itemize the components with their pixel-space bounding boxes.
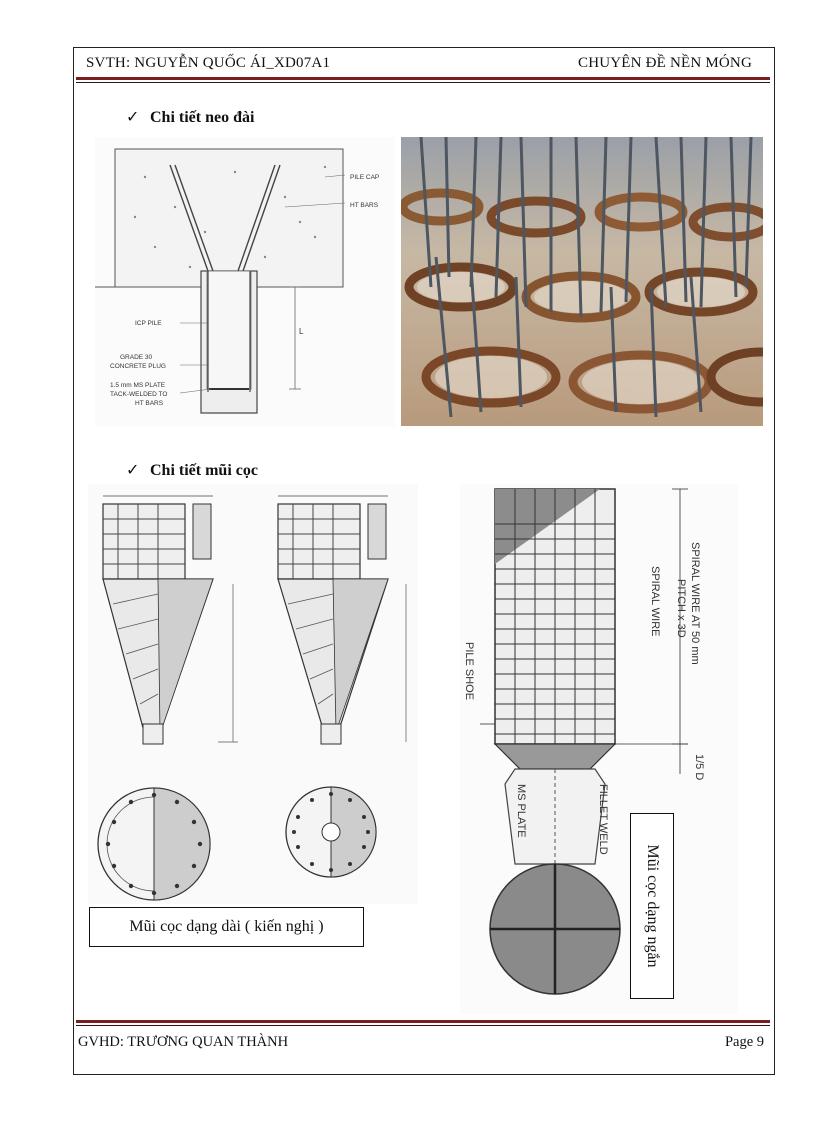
dimension-l-label: L bbox=[299, 327, 304, 336]
label-icp-pile: ICP PILE bbox=[135, 320, 162, 327]
header-topic: CHUYÊN ĐỀ NỀN MÓNG bbox=[577, 55, 752, 71]
checkmark-icon: ✓ bbox=[126, 109, 140, 126]
footer-rule-thin bbox=[76, 1025, 770, 1026]
label-grade: GRADE 30 bbox=[120, 354, 153, 361]
label-pile-shoe: PILE SHOE bbox=[463, 642, 475, 700]
page-border bbox=[73, 47, 775, 1075]
label-concrete-plug: CONCRETE PLUG bbox=[110, 363, 166, 370]
header-student: SVTH: NGUYỄN QUỐC ÁI_XD07A1 bbox=[86, 55, 331, 71]
section-title: Chi tiết mũi cọc bbox=[150, 462, 258, 479]
header-rule bbox=[76, 77, 770, 80]
header-rule-thin bbox=[76, 82, 770, 83]
label-tack-welded: TACK-WELDED TO bbox=[110, 391, 167, 398]
section-heading-cap-anchor: ✓ Chi tiết neo đài bbox=[126, 107, 254, 127]
section-title: Chi tiết neo đài bbox=[150, 109, 255, 126]
section-heading-pile-tip: ✓ Chi tiết mũi cọc bbox=[126, 460, 258, 480]
label-pitch: PITCH x 3D bbox=[675, 579, 687, 638]
label-pile-cap: PILE CAP bbox=[350, 174, 379, 181]
label-ht-bars: HT BARS bbox=[350, 202, 379, 209]
short-pile-tip-drawing: SPIRAL WIRE AT 50 mm PITCH x 3D SPIRAL W… bbox=[460, 484, 738, 1014]
footer-advisor: GVHD: TRƯƠNG QUAN THÀNH bbox=[78, 1034, 289, 1050]
long-tip-drawing-b bbox=[277, 495, 407, 878]
label-fillet-weld: FILLET WELD bbox=[597, 784, 609, 855]
caption-long-tip: Mũi cọc dạng dài ( kiến nghị ) bbox=[89, 907, 364, 947]
page-number: Page 9 bbox=[724, 1034, 764, 1050]
checkmark-icon: ✓ bbox=[126, 462, 140, 479]
pile-cap-anchor-drawing: L PILE CAP HT BARS ICP PILE GRADE 30 CON… bbox=[95, 137, 395, 427]
caption-short-tip-text: Mũi cọc dạng ngắn bbox=[644, 844, 661, 968]
pile-shoe-rings-photo bbox=[401, 137, 763, 426]
caption-short-tip: Mũi cọc dạng ngắn bbox=[630, 813, 674, 999]
caption-long-tip-text: Mũi cọc dạng dài ( kiến nghị ) bbox=[129, 918, 324, 935]
long-pile-tip-drawings bbox=[88, 484, 418, 904]
label-spiral-wire-pitch: SPIRAL WIRE AT 50 mm bbox=[689, 542, 701, 665]
label-fifth-d: 1/5 D bbox=[693, 754, 705, 780]
label-ht-bars-2: HT BARS bbox=[135, 400, 164, 407]
long-tip-drawing-a bbox=[97, 495, 238, 901]
label-spiral-wire: SPIRAL WIRE bbox=[649, 566, 661, 637]
footer-rule bbox=[76, 1020, 770, 1023]
label-ms-plate: MS PLATE bbox=[515, 784, 527, 838]
label-ms-plate: 1.5 mm MS PLATE bbox=[110, 382, 166, 389]
